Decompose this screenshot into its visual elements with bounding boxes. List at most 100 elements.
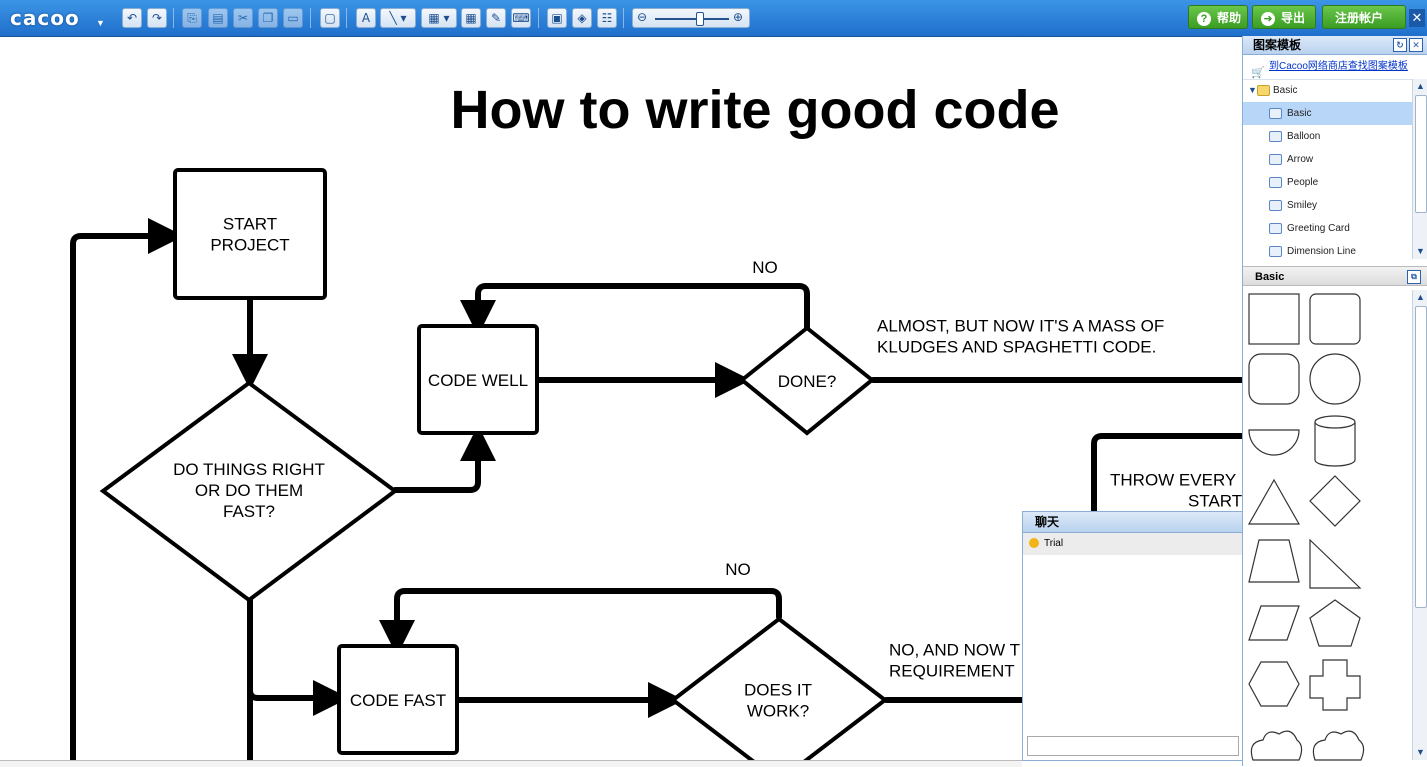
register-label: 注册帐户: [1335, 11, 1384, 25]
tree-scrollbar[interactable]: ▲ ▼: [1412, 79, 1427, 259]
pen-icon[interactable]: ✎: [486, 8, 506, 28]
cut-icon[interactable]: ✂: [233, 8, 253, 28]
rounded-square-shape[interactable]: [1248, 353, 1300, 405]
code-well-node[interactable]: [417, 324, 539, 435]
scroll-thumb[interactable]: [1415, 95, 1427, 213]
chat-input[interactable]: [1027, 736, 1239, 756]
toolbar-divider: [310, 8, 311, 28]
parallelogram-shape[interactable]: [1248, 605, 1300, 641]
done-no-connector[interactable]: [460, 283, 810, 336]
scroll-up-icon[interactable]: ▲: [1416, 292, 1425, 302]
stencil-menu-icon[interactable]: ⧉: [1407, 270, 1421, 284]
rectangle-shape[interactable]: [1248, 293, 1300, 345]
undo-icon[interactable]: ↶: [122, 8, 142, 28]
zoom-thumb[interactable]: [696, 12, 704, 26]
rounded-rectangle-shape[interactable]: [1309, 293, 1361, 345]
line-icon[interactable]: ╲ ▾: [380, 8, 416, 28]
cloud-shape[interactable]: [1250, 730, 1303, 761]
export-button[interactable]: ➜导出: [1252, 5, 1316, 29]
zoom-in-icon[interactable]: ⊕: [733, 10, 744, 24]
circle-shape[interactable]: [1309, 353, 1361, 405]
tree-item-people[interactable]: People: [1243, 171, 1413, 194]
horizontal-scrollbar[interactable]: [0, 760, 1022, 767]
code-fast-node[interactable]: [337, 644, 459, 755]
hexagon-shape[interactable]: [1248, 661, 1300, 707]
duplicate-icon[interactable]: ❐: [258, 8, 278, 28]
does-it-work-node[interactable]: [669, 616, 889, 766]
close-icon[interactable]: ✕: [1409, 38, 1423, 52]
redo-icon[interactable]: ↷: [147, 8, 167, 28]
help-button[interactable]: ?帮助: [1188, 5, 1248, 29]
chevron-down-icon[interactable]: ▼: [96, 18, 105, 28]
scroll-thumb[interactable]: [1415, 306, 1427, 608]
tree-item-greeting-card[interactable]: Greeting Card: [1243, 217, 1413, 240]
comment-icon[interactable]: ▢: [320, 8, 340, 28]
scroll-up-icon[interactable]: ▲: [1416, 81, 1425, 91]
shape-section-title: Basic: [1255, 271, 1285, 283]
chat-title[interactable]: 聊天: [1023, 512, 1243, 533]
triangle-shape[interactable]: [1247, 478, 1301, 525]
tree-item-arrow[interactable]: Arrow: [1243, 148, 1413, 171]
zoom-out-icon[interactable]: ⊖: [637, 10, 648, 24]
text-line: OR DO THEM: [195, 481, 303, 500]
group-icon[interactable]: ▣: [547, 8, 567, 28]
throw-connector[interactable]: [1091, 433, 1245, 515]
no-bottom-label: NO: [725, 560, 751, 579]
half-circle-shape[interactable]: [1248, 429, 1300, 456]
shapes-scrollbar[interactable]: ▲ ▼: [1412, 290, 1427, 760]
toolbar-divider: [538, 8, 539, 28]
cylinder-shape[interactable]: [1314, 422, 1356, 467]
diagram-title[interactable]: How to write good code: [451, 80, 1060, 140]
text-line: KLUDGES AND SPAGHETTI CODE.: [877, 338, 1156, 357]
settings-icon[interactable]: ☷: [597, 8, 617, 28]
loop-back-connector[interactable]: [70, 218, 184, 763]
text-line: REQUIREMENT: [889, 662, 1015, 681]
start-project-node[interactable]: [173, 168, 327, 300]
keyboard-icon[interactable]: ⌨: [511, 8, 531, 28]
zoom-slider[interactable]: ⊖ ⊕: [632, 8, 750, 28]
trapezoid-shape[interactable]: [1248, 539, 1300, 583]
tree-item-smiley[interactable]: Smiley: [1243, 194, 1413, 217]
help-icon: ?: [1197, 11, 1211, 26]
diamond-shape[interactable]: [1309, 475, 1361, 527]
tree-item-dimension-line[interactable]: Dimension Line: [1243, 240, 1413, 259]
clipboard-icon[interactable]: ▭: [283, 8, 303, 28]
doesitwork-no-connector[interactable]: [379, 588, 782, 656]
decision-to-codefast-connector[interactable]: [247, 597, 349, 716]
cylinder-top: [1314, 415, 1356, 429]
store-link[interactable]: 🛒 到Cacoo网络商店查找图案模板: [1243, 55, 1427, 80]
paste-icon[interactable]: ▤: [208, 8, 228, 28]
copy-icon[interactable]: ⎘: [182, 8, 202, 28]
cloud-shape-2[interactable]: [1312, 730, 1365, 761]
stencil-icon: [1269, 246, 1282, 257]
text-line: NO, AND NOW T: [889, 641, 1020, 660]
text-icon[interactable]: A: [356, 8, 376, 28]
export-icon: ➜: [1261, 11, 1275, 26]
sheet-icon[interactable]: ◈: [572, 8, 592, 28]
tree-label: Balloon: [1287, 131, 1321, 142]
done-node[interactable]: [738, 325, 876, 436]
image-icon[interactable]: ▦ ▾: [421, 8, 457, 28]
pentagon-shape[interactable]: [1309, 599, 1361, 647]
toolbar-divider: [173, 8, 174, 28]
table-icon[interactable]: ▦: [461, 8, 481, 28]
scroll-down-icon[interactable]: ▼: [1416, 246, 1425, 256]
refresh-icon[interactable]: ↻: [1393, 38, 1407, 52]
close-icon[interactable]: ✕: [1409, 9, 1425, 27]
register-button[interactable]: 注册帐户: [1322, 5, 1406, 29]
decision-to-codewell-connector[interactable]: [392, 425, 496, 493]
text-line: CODE FAST: [350, 691, 446, 710]
app-logo[interactable]: cacoo: [10, 6, 80, 30]
tree-item-balloon[interactable]: Balloon: [1243, 125, 1413, 148]
cart-icon: 🛒: [1251, 67, 1265, 79]
decision-main-node[interactable]: [99, 380, 399, 603]
cross-shape[interactable]: [1309, 659, 1361, 711]
scroll-down-icon[interactable]: ▼: [1416, 747, 1425, 757]
tree-item-basic[interactable]: Basic: [1243, 102, 1413, 125]
right-triangle-shape[interactable]: [1309, 538, 1362, 589]
expand-icon[interactable]: ▼: [1248, 85, 1257, 95]
tree-folder-basic[interactable]: ▼ Basic: [1243, 79, 1413, 102]
